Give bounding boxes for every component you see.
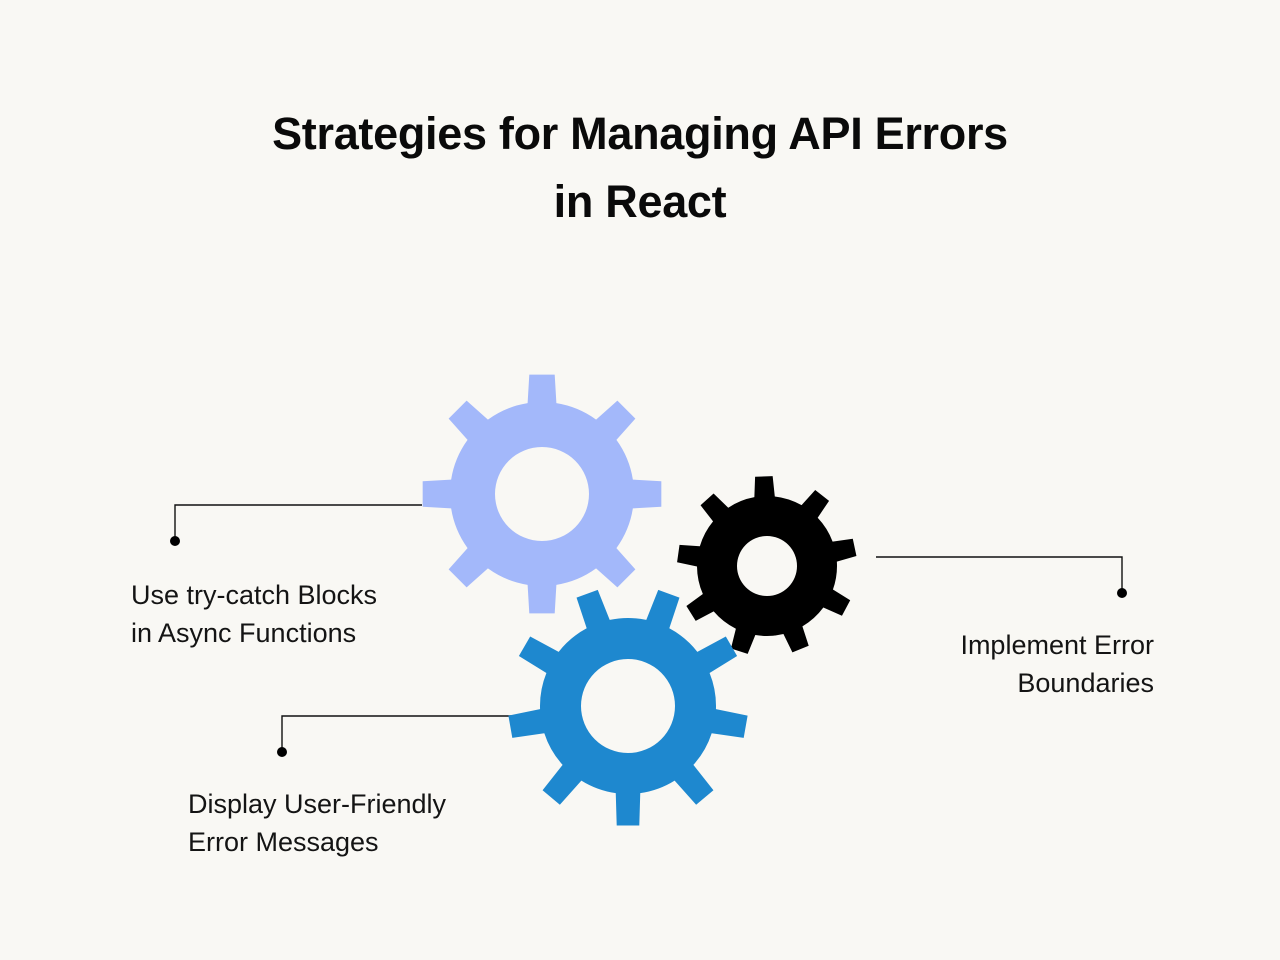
strategy-label-line: Implement Error xyxy=(960,630,1154,660)
title-line-1: Strategies for Managing API Errors xyxy=(272,108,1008,159)
strategy-label-try-catch: Use try-catch Blocks in Async Functions xyxy=(131,576,377,652)
gear-icon-blue xyxy=(508,589,748,826)
strategy-label-line: Display User-Friendly xyxy=(188,789,447,819)
connector-try-catch xyxy=(170,504,422,546)
strategy-label-line: Use try-catch Blocks xyxy=(131,580,378,610)
strategy-label-line: Error Messages xyxy=(188,827,379,857)
connector-user-friendly-messages xyxy=(277,715,528,757)
strategy-label-error-boundaries: Implement Error Boundaries xyxy=(960,626,1154,702)
connector-error-boundaries xyxy=(876,556,1127,598)
strategy-label-line: Boundaries xyxy=(1017,668,1154,698)
gear-icon-black xyxy=(677,476,857,654)
strategy-label-line: in Async Functions xyxy=(131,618,357,648)
title-line-2: in React xyxy=(553,176,727,227)
page-title: Strategies for Managing API Errors in Re… xyxy=(0,100,1280,236)
gear-icon-light-blue xyxy=(422,374,662,614)
strategy-label-user-friendly-messages: Display User-Friendly Error Messages xyxy=(188,785,446,861)
